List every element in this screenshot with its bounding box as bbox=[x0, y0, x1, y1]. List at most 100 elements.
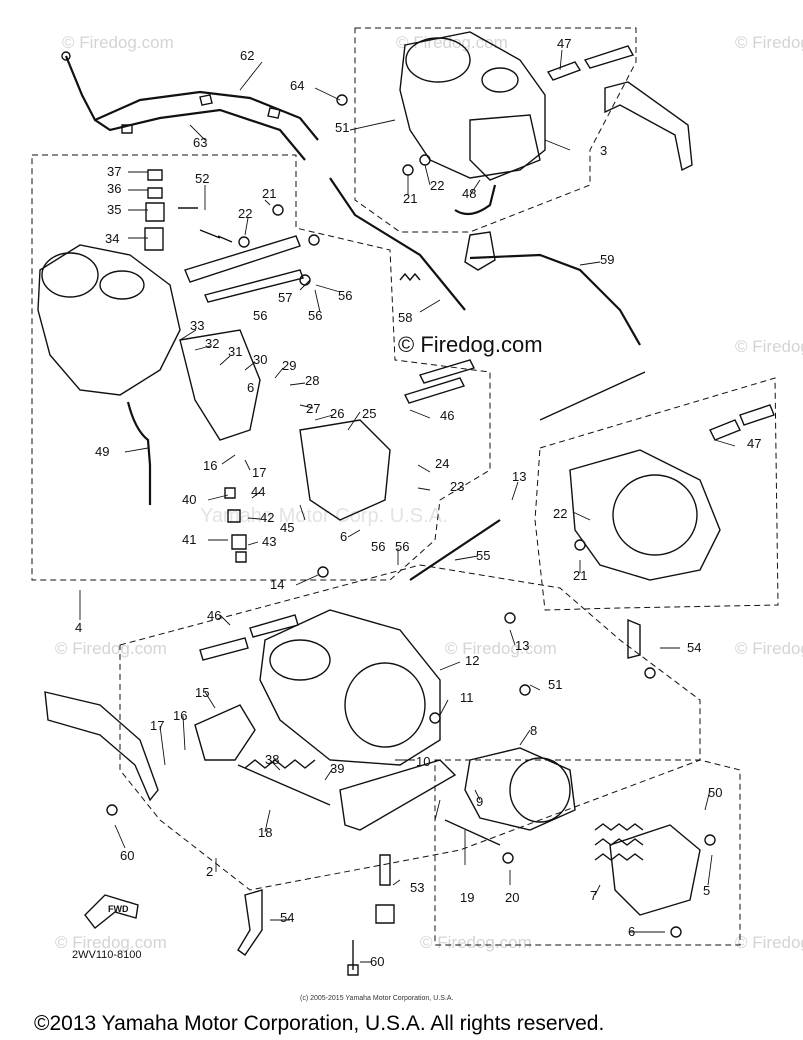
bolt-60-left bbox=[106, 804, 118, 816]
part-number-label: 41 bbox=[182, 532, 196, 547]
part-number-label: 58 bbox=[398, 310, 412, 325]
part-number-label: 5 bbox=[703, 883, 710, 898]
vacuum-chamber-9 bbox=[464, 747, 576, 831]
vent-hose-48 bbox=[454, 184, 497, 216]
screw-21-right bbox=[574, 539, 586, 551]
part-number-label: 51 bbox=[548, 677, 562, 692]
throttle-rod-59 bbox=[469, 253, 641, 346]
linkage-plate-15 bbox=[194, 704, 256, 761]
diaphragm-cover-right bbox=[612, 474, 698, 556]
part-number-label: 45 bbox=[280, 520, 294, 535]
bracket-54-right bbox=[627, 618, 641, 659]
part-number-label: 22 bbox=[430, 178, 444, 193]
part-number-label: 25 bbox=[362, 406, 376, 421]
watermark-bottom-right: © Firedog.com bbox=[735, 933, 803, 952]
screw-51-lower bbox=[519, 684, 531, 696]
part-number-label: 18 bbox=[258, 825, 272, 840]
pilot-screw-18 bbox=[237, 759, 331, 806]
tube-55 bbox=[409, 519, 501, 581]
washer-22-top bbox=[419, 154, 431, 166]
watermark-top-right: © Firedog.com bbox=[735, 33, 803, 52]
part-number-label: 21 bbox=[573, 568, 587, 583]
part-number-label: 56 bbox=[371, 539, 385, 554]
hose-clip bbox=[121, 94, 281, 134]
diaphragm-cover-top bbox=[405, 37, 471, 83]
fuel-hose-62 bbox=[64, 55, 319, 141]
clip-14 bbox=[317, 566, 329, 578]
part-number-label: 10 bbox=[416, 754, 430, 769]
yamaha-ghost-watermark: Yamaha Motor Corp. U.S.A. bbox=[200, 505, 448, 527]
bracket-54-lower bbox=[237, 889, 263, 956]
part-number-label: 36 bbox=[107, 181, 121, 196]
part-number-label: 54 bbox=[280, 910, 294, 925]
assembly-right-boundary bbox=[534, 377, 779, 611]
part-number-label: 44 bbox=[251, 484, 265, 499]
part-number-label: 22 bbox=[553, 506, 567, 521]
part-number-label: 22 bbox=[238, 206, 252, 221]
center-watermark: © Firedog.com bbox=[398, 332, 543, 357]
clip-56-b bbox=[299, 274, 311, 286]
spring-coil bbox=[399, 272, 421, 282]
part-number-label: 4 bbox=[75, 620, 82, 635]
throttle-stop-plate bbox=[339, 759, 457, 831]
part-number-label: 7 bbox=[590, 888, 597, 903]
copyright-notice: ©2013 Yamaha Motor Corporation, U.S.A. A… bbox=[34, 1012, 604, 1035]
needle-19 bbox=[444, 819, 501, 846]
part-number-label: 30 bbox=[253, 352, 267, 367]
watermark-left-lower: © Firedog.com bbox=[55, 639, 167, 658]
part-number-label: 53 bbox=[410, 880, 424, 895]
screw-54-right bbox=[644, 667, 656, 679]
part-number-label: 16 bbox=[173, 708, 187, 723]
part-number-label: 56 bbox=[308, 308, 322, 323]
carburetor-top-body bbox=[399, 31, 546, 179]
float-bowl-left bbox=[299, 419, 391, 521]
screw-53-stack bbox=[375, 854, 395, 924]
part-number-label: 42 bbox=[260, 510, 274, 525]
part-number-label: 27 bbox=[306, 401, 320, 416]
screw-52 bbox=[178, 207, 233, 243]
part-number-label: 62 bbox=[240, 48, 254, 63]
watermark-bottom-center: © Firedog.com bbox=[420, 933, 532, 952]
fwd-arrow-icon bbox=[84, 894, 139, 929]
fuel-hose-63 bbox=[94, 108, 306, 161]
cover-5 bbox=[609, 824, 701, 916]
watermark-center-lower: © Firedog.com bbox=[445, 639, 557, 658]
carburetor-main-body bbox=[259, 609, 441, 766]
part-number-label: 15 bbox=[195, 685, 209, 700]
diaphragm-cover-main bbox=[269, 639, 331, 681]
screw-21-left bbox=[272, 204, 284, 216]
screw-21-top bbox=[402, 164, 414, 176]
part-number-label: 55 bbox=[476, 548, 490, 563]
part-number-label: 6 bbox=[247, 380, 254, 395]
part-number-label: 13 bbox=[512, 469, 526, 484]
part-number-label: 6 bbox=[628, 924, 635, 939]
part-number-label: 56 bbox=[338, 288, 352, 303]
diagram-code: 2WV110-8100 bbox=[72, 949, 142, 961]
part-number-label: 37 bbox=[107, 164, 121, 179]
part-number-label: 6 bbox=[340, 529, 347, 544]
part-number-label: 56 bbox=[253, 308, 267, 323]
part-number-label: 9 bbox=[476, 794, 483, 809]
part-number-label: 46 bbox=[440, 408, 454, 423]
part-number-label: 24 bbox=[435, 456, 449, 471]
part-number-label: 51 bbox=[335, 120, 349, 135]
part-number-label: 29 bbox=[282, 358, 296, 373]
part-number-label: 56 bbox=[395, 539, 409, 554]
part-number-label: 43 bbox=[262, 534, 276, 549]
choke-rod bbox=[539, 371, 646, 421]
part-number-label: 47 bbox=[747, 436, 761, 451]
assembly-3-boundary bbox=[354, 27, 637, 233]
fwd-label: FWD bbox=[108, 904, 129, 914]
jet-assembly bbox=[144, 169, 165, 251]
part-number-label: 38 bbox=[265, 752, 279, 767]
part-number-label: 14 bbox=[270, 577, 284, 592]
part-number-label: 48 bbox=[462, 186, 476, 201]
throttle-shaft-58 bbox=[329, 177, 466, 311]
part-number-label: 63 bbox=[193, 135, 207, 150]
linkage-plate-left bbox=[179, 329, 261, 441]
part-number-label: 59 bbox=[600, 252, 614, 267]
hose-57 bbox=[184, 235, 301, 283]
part-number-label: 60 bbox=[370, 954, 384, 969]
part-number-label: 60 bbox=[120, 848, 134, 863]
